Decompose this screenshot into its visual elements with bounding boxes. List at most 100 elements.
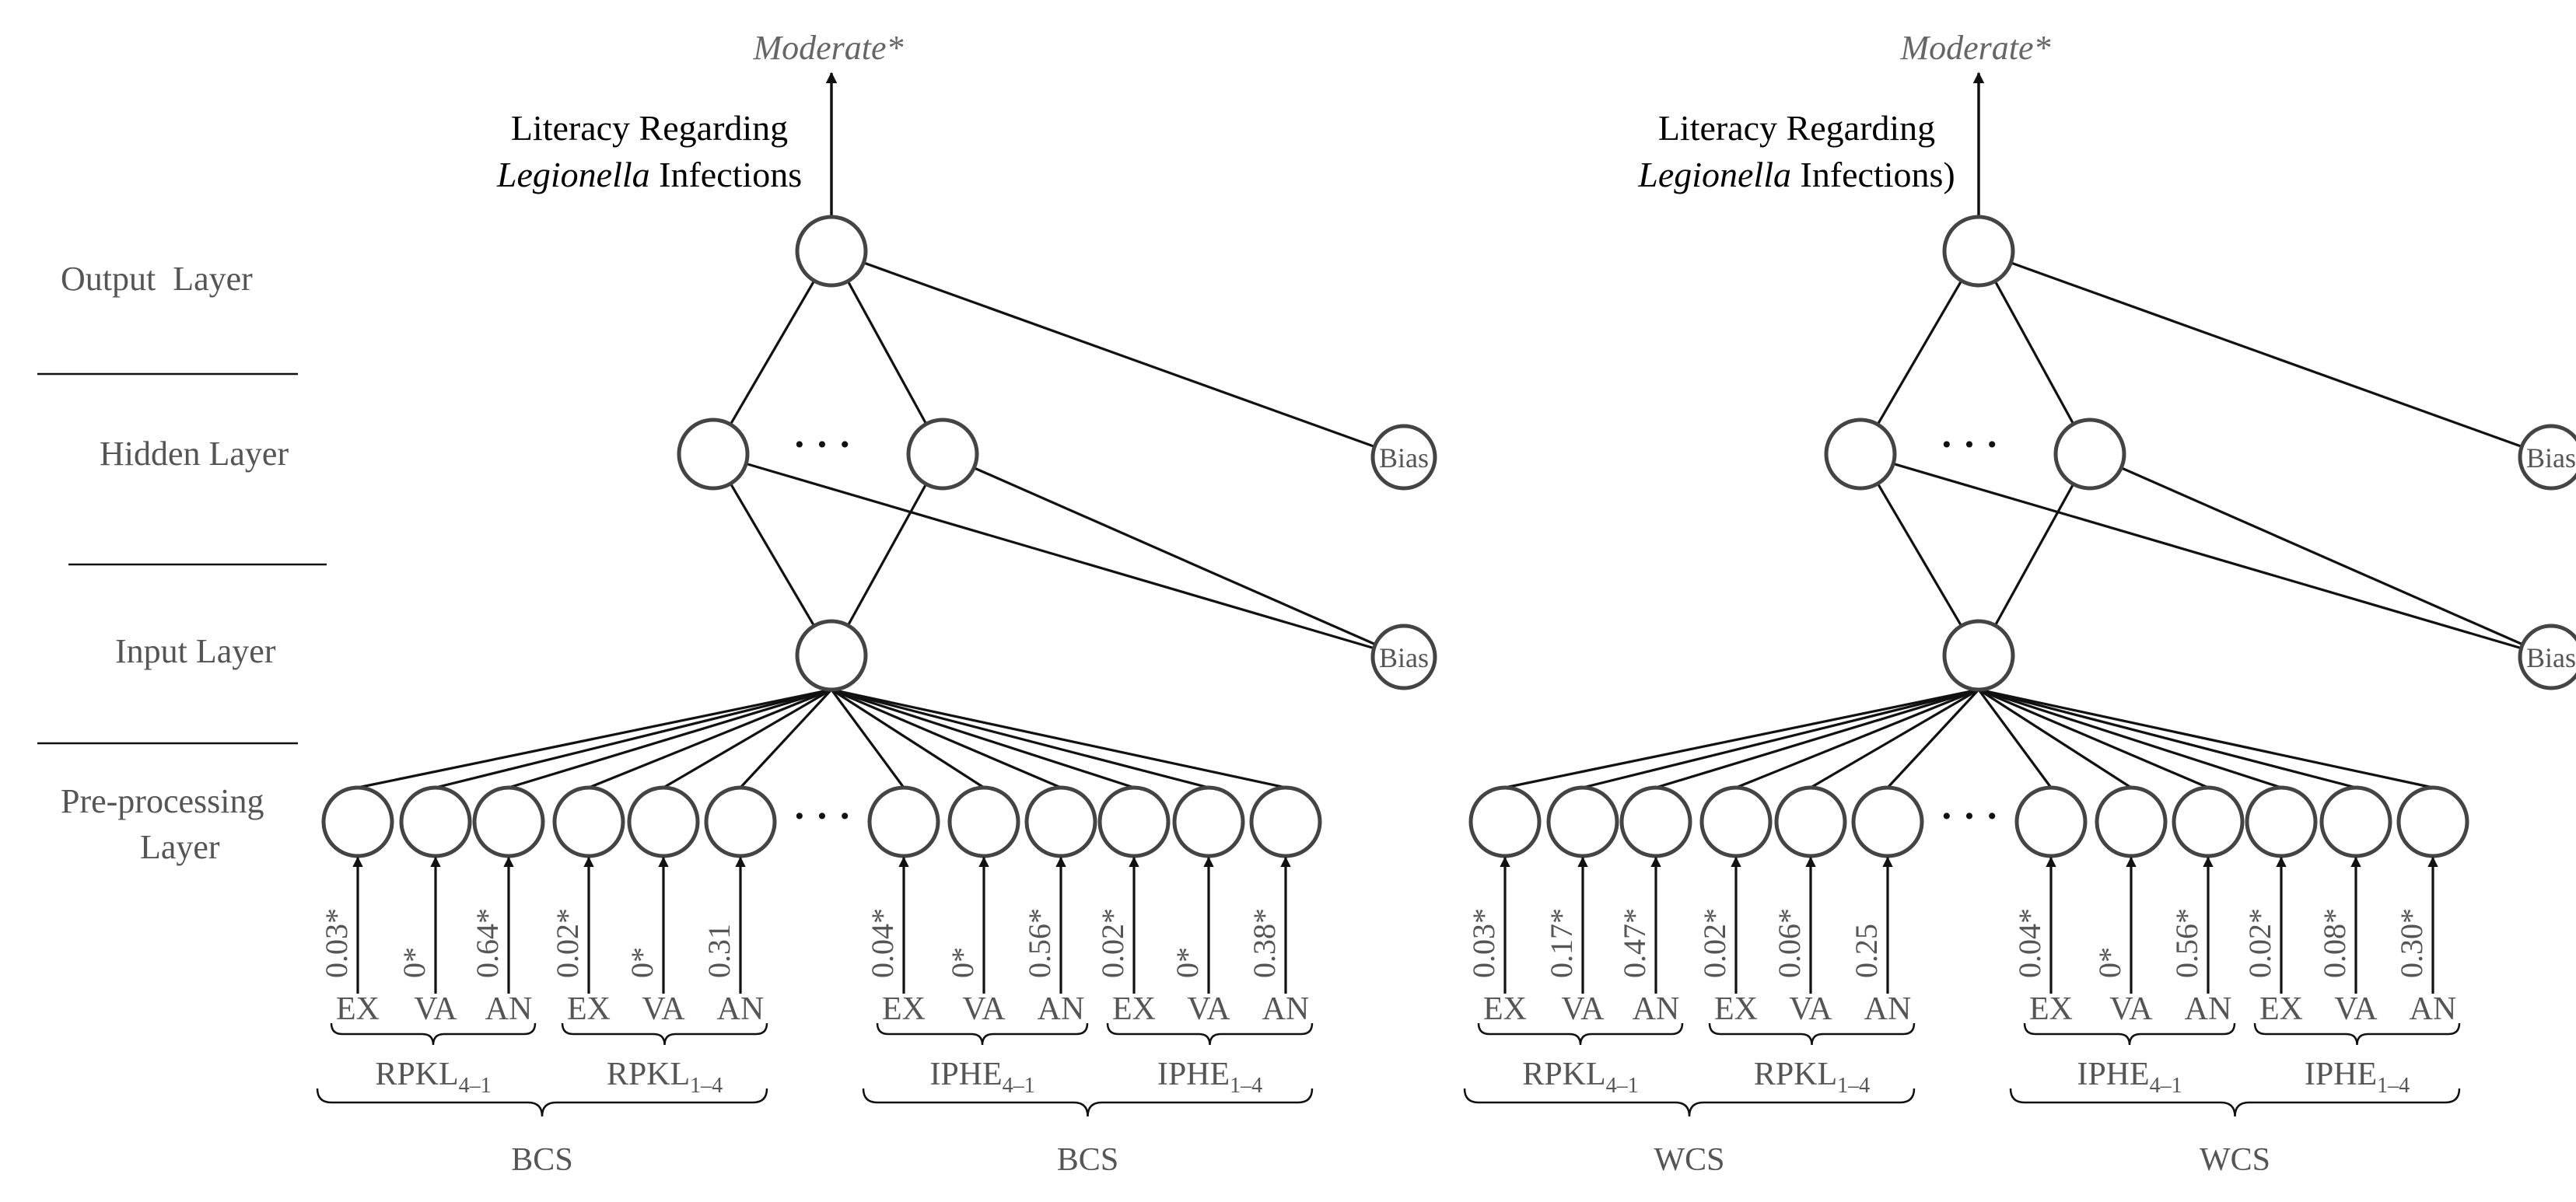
preprocessing-neuron-1 [1468,785,1542,858]
input-variable-label: VA [1789,991,1832,1027]
panel-title-line2: Legionella Infections [496,155,802,194]
supergroup-brace [1463,1088,1916,1117]
weight-label: 0.04* [865,908,900,978]
connection-pre-10-to-input [1978,688,2282,789]
hidden-ellipsis: · · · [1940,422,1998,466]
group-label: RPKL1–4 [1754,1057,1870,1098]
weight-label: 0.56* [1022,908,1057,978]
input-variable-label: VA [642,991,685,1027]
input-variable-label: VA [414,991,457,1027]
weight-label: 0* [625,947,660,978]
weight-label: 0.47* [1617,908,1652,978]
preprocessing-neuron-6 [1851,785,1924,858]
connection-pre-5-to-input [1810,688,1979,789]
connection-pre-12-to-input [1978,688,2434,789]
layer-labels: Output Layer Hidden Layer Input Layer Pr… [61,260,289,866]
connection-pre-8-to-input [1978,688,2132,789]
input-variable-label: AN [1633,991,1680,1027]
preprocessing-layer-label-line2: Layer [140,828,220,866]
weight-label: 0.64* [470,908,505,978]
group-brace [330,1022,537,1046]
input-variable-label: EX [2259,991,2303,1027]
weight-label: 0.38* [1247,908,1282,978]
preprocessing-neuron-12 [1249,785,1322,858]
weight-label: 0.30* [2394,908,2429,978]
input-bias-neuron [2518,624,2576,690]
input-variable-label: EX [336,991,380,1027]
group-brace [876,1022,1089,1046]
connection-pre-7-to-input [830,689,905,788]
connection-hidden-2-to-output [830,250,944,455]
input-layer-label: Input Layer [115,632,276,670]
connection-hidden-2-to-output [1977,250,2091,455]
input-neuron [795,619,868,692]
connection-pre-11-to-input [1978,688,2357,789]
connection-hidden-bias-to-output [1978,250,2552,459]
hidden-bias-label: Bias [2526,442,2576,473]
input-bias-neuron [1370,624,1437,690]
preprocessing-neuron-6 [704,785,777,858]
hidden-bias-label: Bias [1379,442,1429,473]
supergroup-brace [862,1088,1314,1117]
preprocessing-ellipsis: · · · [1940,794,1998,837]
hidden-neuron-1 [677,418,750,491]
panel-title-italic: Legionella [1637,155,1791,194]
connection-pre-7-to-input [1977,689,2053,788]
group-label: RPKL1–4 [607,1057,723,1098]
group-label-base: RPKL [607,1057,690,1092]
group-label-base: RPKL [375,1057,458,1092]
group-label-subscript: 4–1 [1003,1074,1035,1098]
connection-pre-1-to-input [1504,688,1979,789]
connection-pre-2-to-input [435,688,832,789]
preprocessing-neuron-1 [321,785,394,858]
preprocessing-neuron-10 [1097,785,1171,858]
output-moderate-label: Moderate* [1899,29,2050,67]
preprocessing-neuron-11 [1172,785,1245,858]
input-variable-label: EX [882,991,926,1027]
input-variable-label: VA [1561,991,1605,1027]
preprocessing-neuron-2 [399,785,472,858]
hidden-neuron-2 [2053,418,2126,491]
group-label-base: RPKL [1522,1057,1605,1092]
group-label-subscript: 1–4 [2377,1074,2410,1098]
group-brace [2253,1022,2461,1046]
group-label-subscript: 1–4 [1230,1074,1262,1098]
connection-pre-3-to-input [508,688,832,789]
connection-pre-4-to-input [588,688,832,789]
supergroup-label: WCS [2200,1142,2270,1178]
connection-input-to-hidden-1 [712,453,833,656]
connection-pre-8-to-input [831,688,985,789]
group-label-base: IPHE [2077,1057,2149,1092]
connection-pre-10-to-input [831,688,1135,789]
connection-pre-3-to-input [1655,688,1979,789]
connection-hidden-bias-to-output [831,250,1405,459]
input-variable-label: EX [1714,991,1758,1027]
hidden-bias-neuron [1370,424,1437,491]
weight-label: 0.02* [2242,908,2277,978]
group-label: RPKL4–1 [1522,1057,1638,1098]
weight-label: 0.02* [550,908,585,978]
preprocessing-neuron-8 [947,785,1020,858]
group-brace [1106,1022,1314,1046]
input-variable-label: AN [1038,991,1085,1027]
panel-title-line1: Literacy Regarding [511,108,788,148]
connection-input-to-hidden-1 [1859,453,1980,656]
input-variable-label: AN [2185,991,2232,1027]
connection-input-bias-to-hidden-1 [1860,452,2552,659]
preprocessing-neuron-8 [2095,785,2168,858]
weight-label: 0.06* [1772,908,1807,978]
supergroup-brace [316,1088,768,1117]
panel-title-line1: Literacy Regarding [1658,108,1935,148]
weight-label: 0.56* [2169,908,2204,978]
output-moderate-label: Moderate* [752,29,903,67]
group-label-subscript: 4–1 [459,1074,492,1098]
preprocessing-neuron-7 [2014,785,2088,858]
input-variable-label: AN [485,991,533,1027]
connection-input-bias-to-hidden-1 [712,452,1405,659]
group-label-base: IPHE [1157,1057,1230,1092]
input-variable-label: VA [2109,991,2153,1027]
preprocessing-neuron-10 [2245,785,2318,858]
